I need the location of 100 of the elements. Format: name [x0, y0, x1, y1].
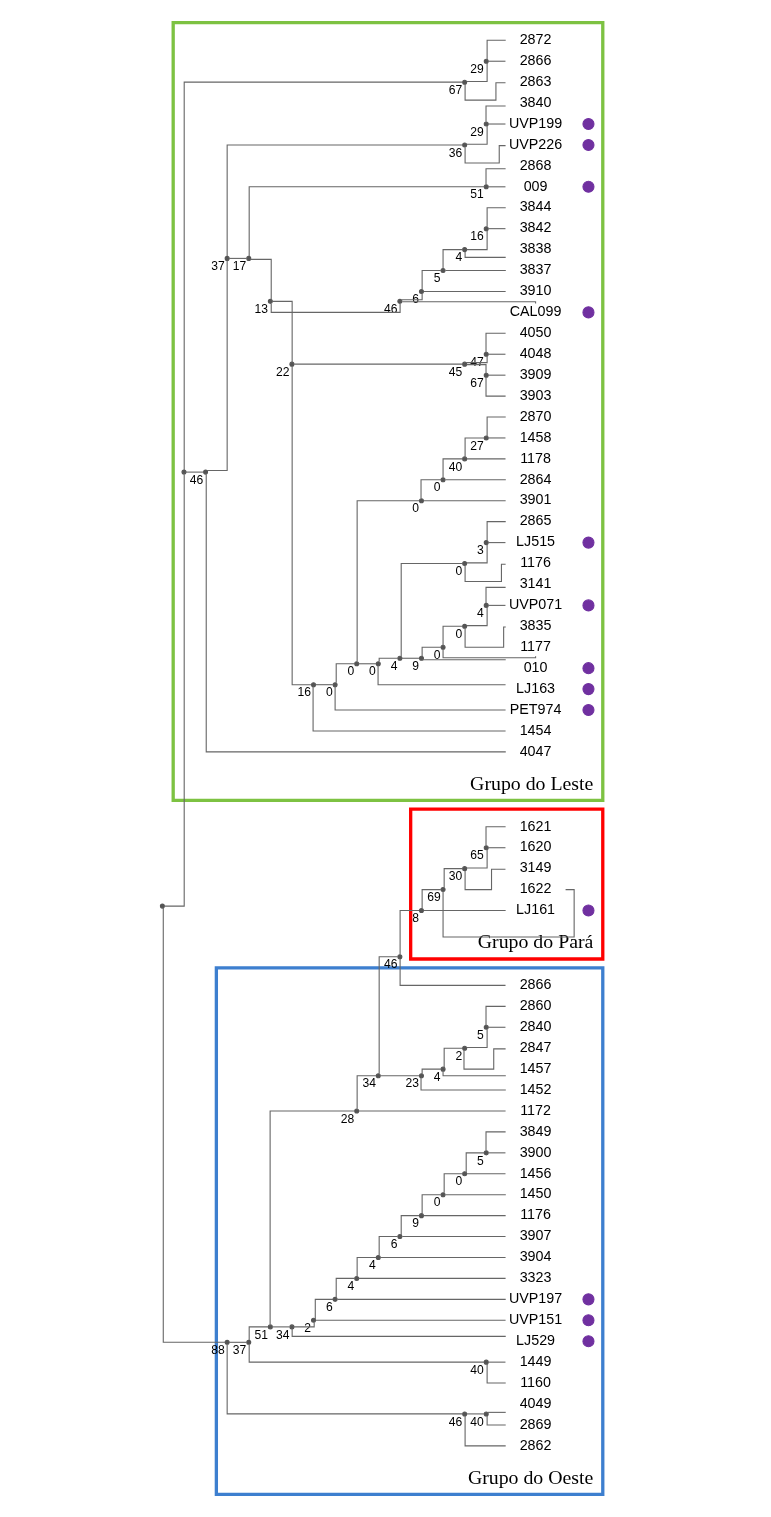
node-point	[224, 255, 230, 261]
node-point	[353, 661, 359, 667]
connector	[357, 1277, 506, 1279]
node-text: 010	[523, 658, 548, 675]
node-point	[483, 1150, 489, 1156]
node-point	[396, 655, 402, 661]
node-point	[180, 469, 186, 475]
node-label: 65	[469, 848, 484, 863]
node-circle	[581, 180, 594, 193]
node-point	[483, 121, 489, 127]
node-text: 3849	[519, 1122, 551, 1139]
connector	[465, 355, 488, 364]
node-label: 9	[411, 658, 419, 673]
node-text: 3141	[519, 575, 551, 592]
node-point	[440, 477, 446, 483]
node-point	[483, 540, 489, 546]
connector	[443, 1173, 463, 1194]
connector	[378, 657, 398, 663]
connector	[464, 1415, 506, 1447]
connector	[487, 1361, 506, 1363]
node-text: LJ529	[515, 1331, 555, 1348]
node-point	[483, 435, 489, 441]
node-point	[440, 1192, 446, 1198]
connector	[465, 849, 488, 869]
node-point	[375, 1073, 381, 1079]
connector	[356, 1075, 377, 1110]
connector	[465, 125, 488, 145]
node-point	[440, 1066, 446, 1072]
node-label: 37	[232, 1342, 246, 1357]
connector	[486, 1363, 506, 1384]
node-text: 1449	[519, 1352, 551, 1369]
node-point	[461, 79, 467, 85]
connector	[291, 365, 312, 686]
node-text: 2864	[519, 470, 551, 487]
node-label: 40	[448, 459, 462, 474]
connector	[421, 646, 441, 657]
node-text: UVP071	[508, 596, 562, 613]
node-text: 3323	[519, 1269, 551, 1286]
connector	[336, 1298, 506, 1300]
connector	[487, 123, 506, 125]
node-label: 4	[390, 658, 397, 673]
node-text: PET974	[509, 700, 561, 717]
node-label: 13	[253, 302, 268, 317]
node-label: 40	[469, 1414, 484, 1429]
connector	[401, 1236, 506, 1238]
connector	[442, 249, 463, 269]
connector	[443, 868, 463, 889]
node-label: 0	[433, 647, 441, 662]
node-text: 3904	[519, 1248, 551, 1265]
connector	[399, 958, 506, 986]
connector	[464, 563, 506, 583]
node-text: 3900	[519, 1143, 551, 1160]
node-point	[396, 298, 402, 304]
node-point	[353, 1275, 359, 1281]
node-text: 3837	[519, 261, 551, 278]
connector	[334, 686, 506, 711]
node-text: 1457	[519, 1059, 551, 1076]
node-point	[332, 1296, 338, 1302]
node-text: 4047	[519, 742, 551, 759]
node-label: 0	[454, 564, 462, 579]
connector	[421, 889, 441, 910]
connector	[465, 606, 488, 627]
node-text: 2860	[519, 997, 551, 1014]
node-label: 0	[411, 501, 419, 516]
connector	[335, 663, 355, 684]
connector	[400, 292, 423, 301]
node-text: 1178	[519, 449, 551, 466]
connector	[292, 1321, 315, 1328]
connector	[486, 1411, 506, 1413]
node-circle	[581, 703, 594, 717]
node-label: 2	[303, 1320, 311, 1335]
node-text: 3835	[519, 617, 551, 634]
connector	[293, 363, 463, 365]
node-label: 4	[433, 1069, 441, 1084]
node-label: 0	[433, 480, 441, 495]
node-text: UVP151	[508, 1311, 562, 1328]
node-label: 23	[405, 1076, 419, 1091]
node-label: 34	[361, 1076, 376, 1091]
node-circle	[581, 138, 594, 151]
node-point	[418, 655, 424, 661]
connector	[271, 300, 293, 363]
node-text: LJ163	[515, 679, 555, 696]
connector	[421, 659, 506, 661]
connector	[442, 1070, 506, 1077]
node-text: UVP226	[508, 135, 562, 152]
node-label: 2	[454, 1048, 462, 1063]
node-text: 1176	[519, 1206, 551, 1223]
node-text: 2847	[519, 1038, 551, 1055]
node-label: 46	[448, 1414, 462, 1429]
node-point	[418, 1213, 424, 1219]
node-point	[375, 661, 381, 667]
connector	[271, 1326, 290, 1328]
connector	[205, 260, 228, 472]
node-text: 1452	[519, 1080, 551, 1097]
connector	[357, 1110, 506, 1112]
node-point	[461, 623, 467, 629]
node-text: 1456	[519, 1164, 551, 1181]
connector	[486, 416, 506, 437]
node-point	[418, 1073, 424, 1079]
connector	[421, 1068, 441, 1075]
